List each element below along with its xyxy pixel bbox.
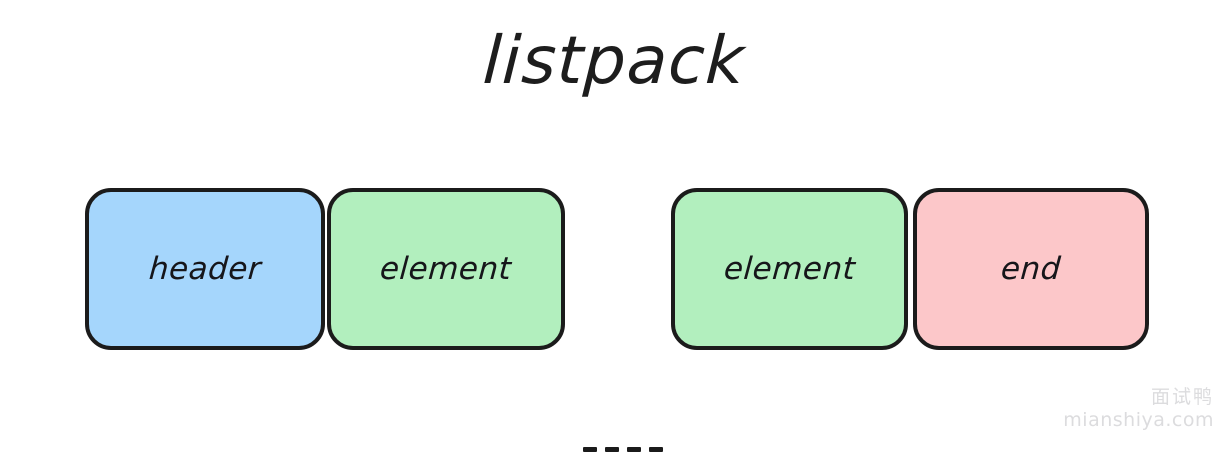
diagram-canvas: listpack header element element end 面试鸭 …	[0, 22, 1228, 452]
ellipsis-dashes-connector	[583, 445, 663, 453]
block-element-last-label: element	[722, 250, 857, 287]
block-element-last: element	[671, 188, 908, 350]
block-end: end	[913, 188, 1149, 350]
page-title: listpack	[481, 22, 747, 99]
dash-segment	[627, 446, 641, 452]
block-element-first: element	[327, 188, 565, 350]
listpack-blocks-row: header element element end	[0, 185, 1228, 452]
dash-segment	[583, 446, 597, 452]
block-element-first-label: element	[379, 250, 513, 287]
block-header-label: header	[147, 250, 263, 287]
watermark: 面试鸭 mianshiya.com	[1063, 387, 1214, 432]
dash-segment	[605, 446, 619, 452]
watermark-brand-cn: 面试鸭	[1150, 386, 1214, 409]
watermark-url: mianshiya.com	[1063, 409, 1214, 432]
block-header: header	[85, 188, 325, 350]
dash-segment	[649, 446, 663, 452]
block-end-label: end	[999, 250, 1063, 287]
